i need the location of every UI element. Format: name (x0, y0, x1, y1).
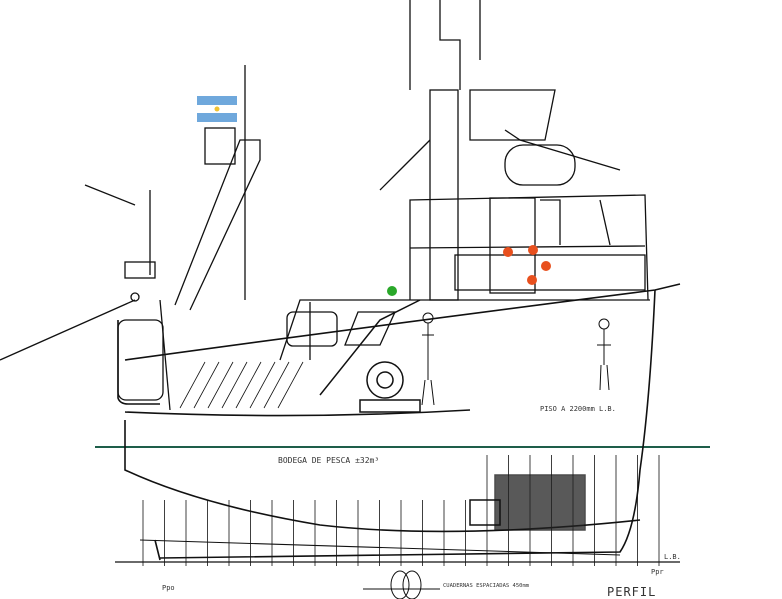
aft-perpendicular-label: Ppo (162, 584, 175, 592)
hatch-line (263, 361, 290, 409)
engine (469, 474, 586, 531)
crew-figures (421, 312, 611, 406)
hatch-line (277, 361, 304, 409)
forecastle-deckhouse (279, 299, 650, 361)
baseline-label: L.B. (664, 553, 681, 561)
hatch-line (249, 361, 276, 409)
propeller-icon (363, 570, 440, 599)
hold-label: BODEGA DE PESCA ±32m³ (278, 456, 380, 465)
deck-level-label: PISO A 2200mm L.B. (540, 405, 616, 413)
hatch-line (179, 361, 206, 409)
frame-spacing-label: CUADERNAS ESPACIADAS 450mm (443, 583, 530, 589)
hatch-line (193, 361, 220, 409)
drawing-title: PERFIL (607, 585, 657, 599)
lifebuoy-icons (503, 245, 551, 285)
bulwark-hatching (179, 361, 304, 409)
hatch-line (221, 361, 248, 409)
aft-gantry (0, 65, 261, 411)
hatch-line (207, 361, 234, 409)
hull (117, 283, 681, 561)
fwd-perpendicular-label: Ppr (651, 568, 664, 576)
winch (319, 299, 421, 413)
main-mast (379, 0, 621, 301)
hatch-line (235, 361, 262, 409)
argentine-flag-icon (197, 96, 237, 122)
navigation-light-icon (387, 286, 397, 296)
